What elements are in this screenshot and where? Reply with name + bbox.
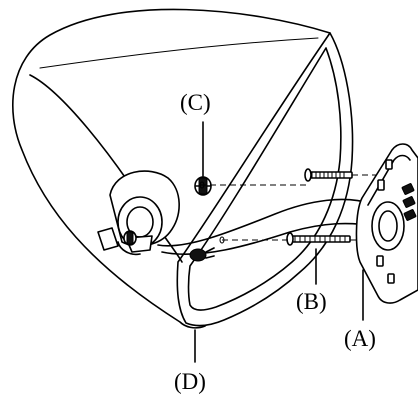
label-b: (B) [296, 289, 327, 314]
lamp-shell [12, 8, 354, 329]
label-c: (C) [180, 90, 211, 115]
screw-c-upper [194, 176, 212, 196]
screw-c-lower [123, 230, 137, 246]
label-a: (A) [344, 326, 376, 351]
cable-grommet [189, 247, 215, 262]
mounting-plate [355, 143, 418, 304]
label-d: (D) [174, 369, 206, 394]
mounting-screw-lower [286, 232, 351, 246]
leader-lines [194, 121, 364, 363]
